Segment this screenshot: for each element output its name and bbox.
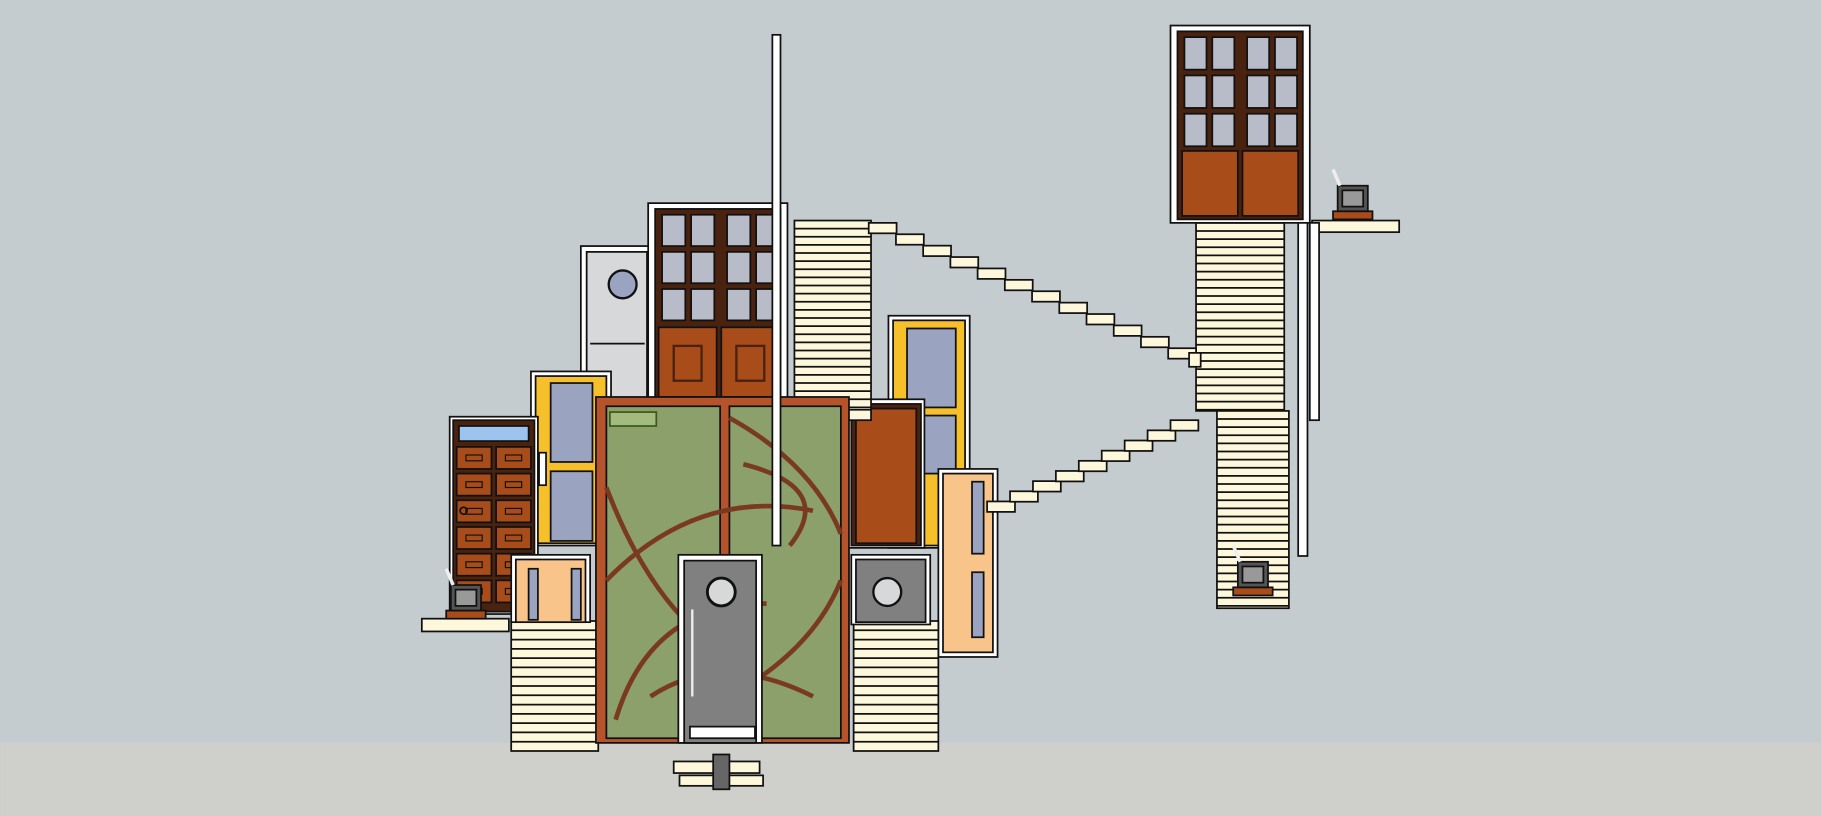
window-pane [726, 213, 752, 247]
tower-rail [1297, 221, 1309, 557]
window-pane [661, 288, 687, 322]
diagonal-step [1055, 470, 1085, 483]
window-pane [1274, 36, 1298, 71]
left-platform [420, 617, 510, 633]
monitor-screen [454, 588, 478, 607]
diagonal-step [1077, 459, 1108, 473]
diagonal-step [867, 221, 898, 235]
stair-flight [1195, 221, 1286, 412]
diagonal-step [1123, 439, 1154, 452]
grey-porthole-door-front[interactable] [672, 553, 764, 791]
diagonal-step [922, 244, 952, 257]
window-pane [726, 288, 752, 322]
diagonal-step [1058, 301, 1089, 314]
drawer-handle [504, 534, 523, 542]
diagonal-step [1003, 278, 1034, 292]
window-pane [1183, 74, 1208, 109]
diagonal-step [1169, 419, 1200, 432]
drawer-handle [465, 507, 483, 515]
window-pane [1211, 74, 1236, 109]
diagonal-step [1112, 324, 1143, 337]
diagonal-step [1188, 351, 1202, 368]
window-pane [1246, 36, 1271, 71]
window-pane [1211, 112, 1236, 148]
monitor-stand [1232, 586, 1274, 597]
window-pane [1274, 112, 1298, 148]
grey-porthole-box[interactable] [850, 553, 932, 626]
window-pane [690, 213, 716, 247]
window-pane [690, 288, 716, 322]
monitor-antenna [1331, 168, 1342, 187]
diagonal-step [949, 256, 980, 269]
grey-porthole-door[interactable] [579, 245, 654, 404]
monitor-stand [445, 609, 487, 620]
window-pane [1183, 112, 1208, 148]
monitor-stand [1332, 210, 1374, 221]
diagonal-step [1146, 429, 1177, 442]
brown-panel-door[interactable] [844, 398, 926, 549]
right-platform [1311, 219, 1401, 234]
monitor-antenna [1231, 544, 1242, 563]
diagonal-step [976, 267, 1007, 280]
diagonal-step [1031, 290, 1061, 303]
tower-rail-2 [1308, 221, 1320, 422]
small-orange-double-door[interactable] [510, 553, 592, 624]
drawer-handle [465, 454, 483, 462]
drawer-handle [465, 561, 483, 569]
window-pane [1246, 74, 1271, 109]
monitor-screen [1241, 565, 1265, 584]
window-pane [726, 251, 752, 285]
diagonal-step [1085, 313, 1116, 326]
ground-plane [0, 742, 1821, 816]
monitor-screen [1341, 189, 1365, 208]
window-pane [1274, 74, 1298, 109]
diagonal-step [1140, 335, 1170, 349]
window-pane [661, 251, 687, 285]
diagonal-step [1032, 480, 1062, 493]
orange-slot-door[interactable] [937, 468, 999, 658]
window-pane [661, 213, 687, 247]
drawer-handle [465, 481, 483, 489]
vertical-pole [771, 33, 782, 547]
window-pane [690, 251, 716, 285]
window-pane [1211, 36, 1236, 71]
window-pane [1183, 36, 1208, 71]
drawer-handle [504, 507, 523, 515]
monitor-antenna [444, 568, 455, 586]
drawer-handle [504, 454, 523, 462]
drawer-handle [465, 534, 483, 542]
diagonal-step [1100, 449, 1131, 462]
tower-double-door[interactable] [1169, 24, 1311, 224]
drawer-handle [504, 481, 523, 489]
diagonal-step [895, 233, 925, 246]
diagonal-step [1009, 490, 1039, 503]
window-pane [1246, 112, 1271, 148]
diagonal-step [986, 500, 1016, 513]
brown-window-double-door[interactable] [647, 202, 789, 404]
key-icon [459, 506, 468, 516]
